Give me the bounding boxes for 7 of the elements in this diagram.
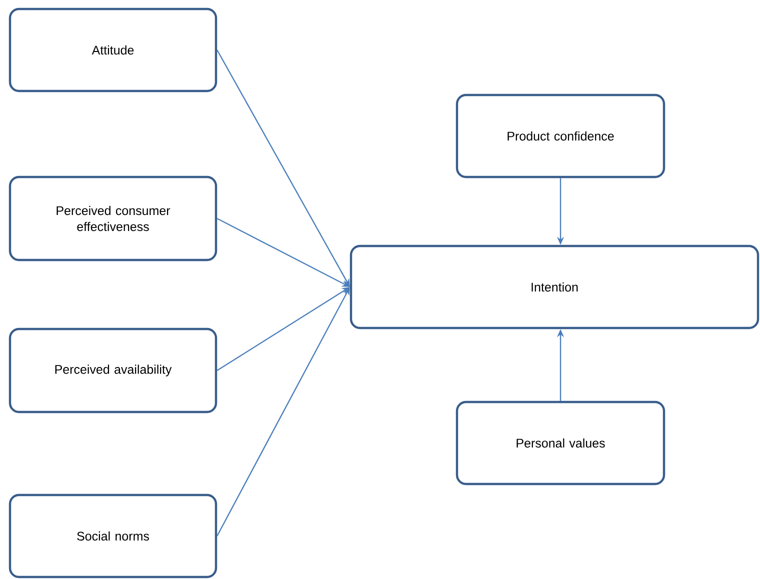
process-box: Attitude [8, 8, 218, 92]
process-box: Personal values [456, 400, 666, 486]
process-box: Perceived availability [8, 328, 218, 414]
process-box: Social norms [8, 494, 218, 578]
process-box: Intention [350, 244, 760, 330]
process-box: Product confidence [456, 94, 666, 178]
process-box: Perceived consumer effectiveness [8, 176, 218, 262]
